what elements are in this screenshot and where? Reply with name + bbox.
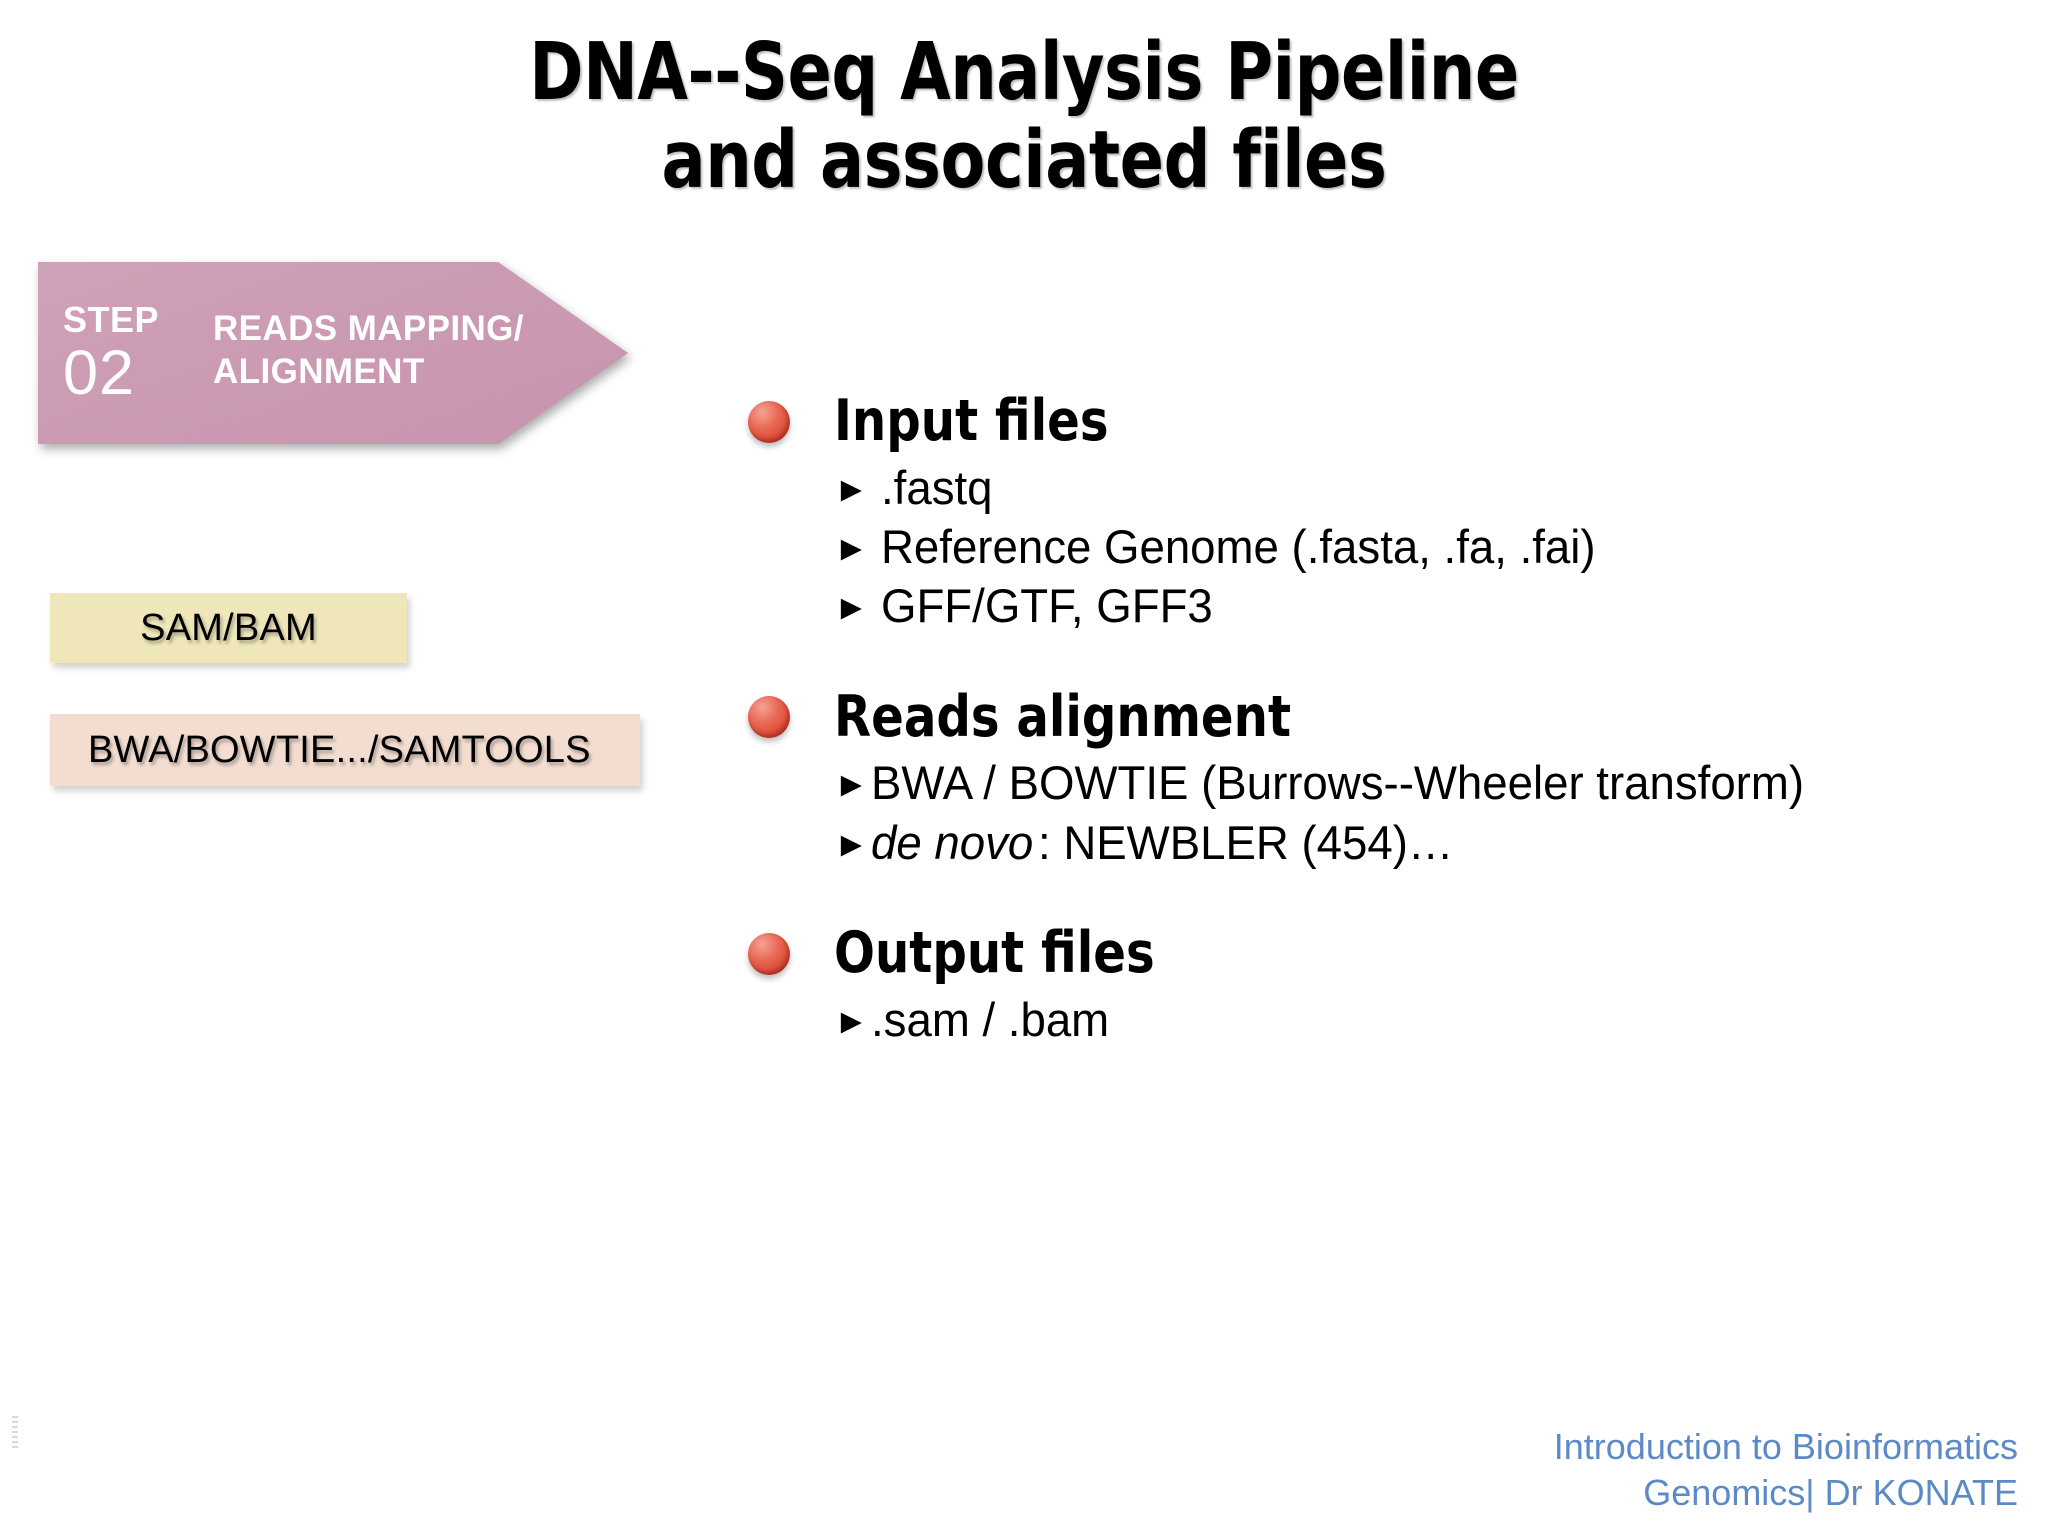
red-sphere-bullet-icon [748, 932, 790, 975]
step-title-text: READS MAPPING/ ALIGNMENT [213, 308, 524, 397]
list-item: ► BWA / BOWTIE (Burrows--Wheeler transfo… [834, 753, 1978, 812]
triangle-right-icon: ► [834, 588, 869, 628]
bullet-group-output-files: Output files ► .sam / .bam [748, 919, 1978, 1049]
footer-line-2: Genomics| Dr KONATE [1643, 1471, 2018, 1513]
sub-list: ► .fastq ► Reference Genome (.fasta, .fa… [834, 458, 1978, 636]
tag-tools-label: BWA/BOWTIE.../SAMTOOLS [88, 728, 591, 771]
triangle-right-icon: ► [834, 529, 869, 569]
red-sphere-bullet-icon [748, 696, 790, 739]
group-title-input-files: Input files [834, 388, 1109, 454]
list-item-label-italic: de novo [870, 815, 1033, 869]
triangle-right-icon: ► [834, 1001, 869, 1041]
arrow-content: STEP 02 READS MAPPING/ ALIGNMENT [38, 262, 628, 444]
triangle-right-icon: ► [834, 765, 869, 805]
group-title-output-files: Output files [834, 919, 1155, 986]
group-head: Input files [748, 388, 1978, 454]
sub-list: ► .sam / .bam [834, 990, 1978, 1049]
group-head: Output files [748, 919, 1978, 986]
step-title-line-2: ALIGNMENT [213, 352, 425, 391]
list-item-label: .fastq [880, 460, 993, 514]
list-item-label: GFF/GTF, GFF3 [880, 579, 1213, 633]
step-word-label: STEP [63, 298, 160, 340]
group-head: Reads alignment [748, 683, 1978, 750]
step-number-label: 02 [63, 337, 136, 408]
group-title-reads-alignment: Reads alignment [834, 683, 1292, 750]
list-item: ► .sam / .bam [834, 990, 1978, 1049]
list-item-label: Reference Genome (.fasta, .fa, .fai) [880, 520, 1596, 574]
page-title: DNA--Seq Analysis Pipeline and associate… [0, 28, 2048, 205]
bullet-group-reads-alignment: Reads alignment ► BWA / BOWTIE (Burrows-… [748, 683, 1978, 872]
list-item-label: .sam / .bam [870, 992, 1109, 1046]
list-item-label-rest: : NEWBLER (454)… [1037, 815, 1454, 869]
list-item: ► Reference Genome (.fasta, .fa, .fai) [834, 517, 1978, 576]
red-sphere-bullet-icon [748, 400, 790, 443]
list-item-label: BWA / BOWTIE (Burrows--Wheeler transform… [870, 756, 1804, 810]
page-edge-marker [12, 1416, 18, 1448]
step-banner-arrow: STEP 02 READS MAPPING/ ALIGNMENT [38, 262, 628, 444]
footer-line-1: Introduction to Bioinformatics [1553, 1425, 2018, 1467]
list-item: ► .fastq [834, 458, 1978, 517]
title-line-1: DNA--Seq Analysis Pipeline [529, 26, 1519, 118]
sub-list: ► BWA / BOWTIE (Burrows--Wheeler transfo… [834, 753, 1978, 871]
tag-sam-bam: SAM/BAM [50, 593, 407, 663]
triangle-right-icon: ► [834, 469, 869, 509]
list-item: ► de novo : NEWBLER (454)… [834, 813, 1978, 872]
content-column: Input files ► .fastq ► Reference Genome … [748, 388, 1978, 1049]
tag-tools: BWA/BOWTIE.../SAMTOOLS [50, 714, 640, 786]
arrow-shape [38, 262, 628, 444]
bullet-group-input-files: Input files ► .fastq ► Reference Genome … [748, 388, 1978, 636]
triangle-right-icon: ► [834, 824, 869, 864]
tag-sam-bam-label: SAM/BAM [140, 606, 317, 649]
title-line-2: and associated files [661, 114, 1387, 207]
list-item: ► GFF/GTF, GFF3 [834, 576, 1978, 635]
step-title-line-1: READS MAPPING/ [213, 309, 524, 349]
footer: Introduction to Bioinformatics Genomics|… [1554, 1424, 2018, 1516]
step-label-group: STEP 02 [38, 298, 213, 408]
